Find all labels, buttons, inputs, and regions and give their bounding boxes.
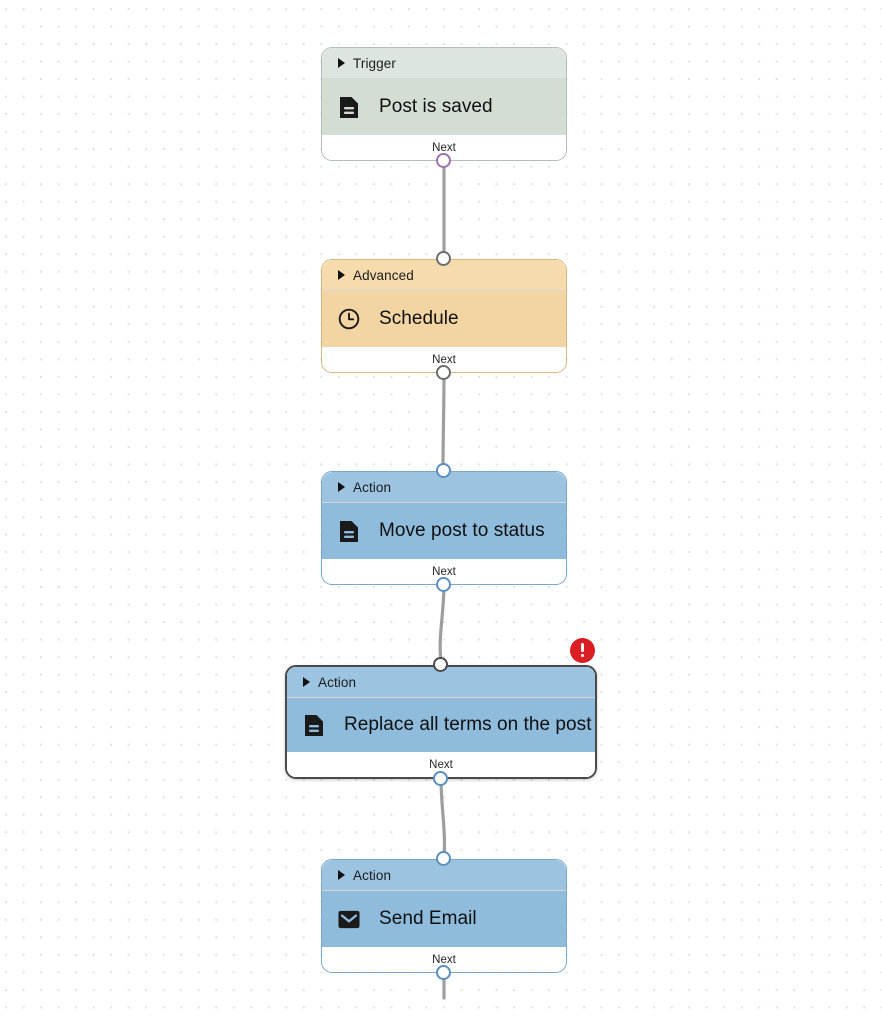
node-action-send-email[interactable]: Action Send Email Next — [321, 859, 567, 973]
divider — [322, 890, 566, 891]
divider — [287, 697, 595, 698]
node-title: Move post to status — [379, 520, 545, 541]
chevron-right-icon[interactable] — [338, 482, 345, 492]
divider — [322, 78, 566, 79]
node-header[interactable]: Action — [322, 860, 566, 890]
node-action-move-post-to-status[interactable]: Action Move post to status Next — [321, 471, 567, 585]
clock-icon — [338, 307, 360, 331]
error-badge[interactable] — [570, 638, 595, 663]
port-in-action-replace-all-terms-on-the-post[interactable] — [433, 657, 448, 672]
document-icon — [338, 95, 360, 119]
edge-move-post-to-replace-terms — [438, 581, 446, 665]
node-kind-label: Action — [353, 867, 392, 883]
divider — [322, 290, 566, 291]
edge-advanced-to-move-post — [441, 370, 446, 472]
node-title: Schedule — [379, 308, 459, 329]
document-icon — [303, 713, 325, 737]
node-header[interactable]: Action — [287, 667, 595, 697]
divider — [322, 502, 566, 503]
node-body[interactable]: Post is saved — [322, 79, 566, 135]
port-out-trigger-post-is-saved[interactable] — [436, 153, 451, 168]
port-out-action-send-email[interactable] — [436, 965, 451, 980]
node-body[interactable]: Move post to status — [322, 503, 566, 559]
node-kind-label: Action — [318, 674, 357, 690]
chevron-right-icon[interactable] — [338, 870, 345, 880]
envelope-icon — [338, 907, 360, 931]
chevron-right-icon[interactable] — [303, 677, 310, 687]
port-out-action-replace-all-terms-on-the-post[interactable] — [433, 771, 448, 786]
node-title: Replace all terms on the post — [344, 714, 592, 735]
node-title: Send Email — [379, 908, 477, 929]
port-in-action-send-email[interactable] — [436, 851, 451, 866]
exclamation-dot — [580, 653, 585, 658]
port-out-advanced-schedule[interactable] — [436, 365, 451, 380]
node-footer-next[interactable]: Next — [287, 752, 595, 777]
node-action-replace-all-terms-on-the-post[interactable]: Action Replace all terms on the post Nex… — [285, 665, 597, 779]
node-kind-label: Trigger — [353, 55, 396, 71]
chevron-right-icon[interactable] — [338, 58, 345, 68]
node-header[interactable]: Trigger — [322, 48, 566, 78]
node-trigger-post-is-saved[interactable]: Trigger Post is saved Next — [321, 47, 567, 161]
node-header[interactable]: Action — [322, 472, 566, 502]
node-title: Post is saved — [379, 96, 493, 117]
chevron-right-icon[interactable] — [338, 270, 345, 280]
exclamation-icon — [580, 643, 585, 652]
node-body[interactable]: Replace all terms on the post — [287, 698, 595, 752]
node-kind-label: Action — [353, 479, 392, 495]
document-icon — [338, 519, 360, 543]
port-in-advanced-schedule[interactable] — [436, 251, 451, 266]
edge-replace-terms-to-send-email — [439, 775, 447, 860]
port-in-action-move-post-to-status[interactable] — [436, 463, 451, 478]
node-kind-label: Advanced — [353, 267, 414, 283]
port-out-action-move-post-to-status[interactable] — [436, 577, 451, 592]
node-body[interactable]: Schedule — [322, 291, 566, 347]
node-advanced-schedule[interactable]: Advanced Schedule Next — [321, 259, 567, 373]
node-body[interactable]: Send Email — [322, 891, 566, 947]
